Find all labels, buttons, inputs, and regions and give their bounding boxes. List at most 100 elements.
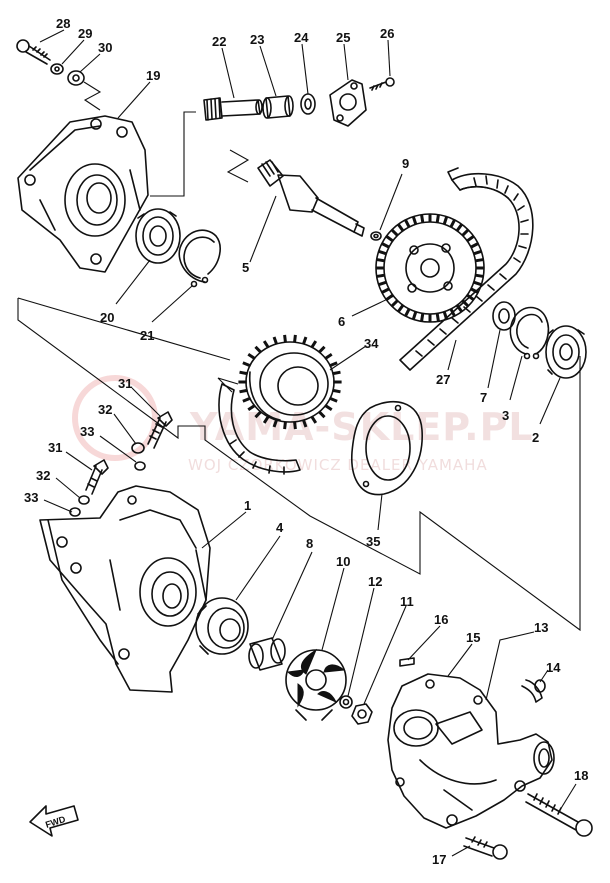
gear-tooth xyxy=(301,419,308,428)
fwd-arrow-icon: FWD xyxy=(29,805,79,837)
belt-teeth xyxy=(229,175,529,475)
gear-tooth xyxy=(475,273,484,278)
washer-29 xyxy=(50,63,64,75)
gear-tooth xyxy=(328,361,338,368)
gear-tooth xyxy=(324,404,333,412)
callout-2: 2 xyxy=(532,430,539,445)
callout-29: 29 xyxy=(78,26,92,41)
fwd-label: FWD xyxy=(44,814,67,830)
circlip-3 xyxy=(509,306,550,360)
gear-tooth xyxy=(390,299,399,308)
callout-18: 18 xyxy=(574,768,588,783)
hose-fitting-14 xyxy=(521,679,546,703)
bolt-17 xyxy=(463,836,508,860)
callout-14: 14 xyxy=(546,660,561,675)
gear-tooth xyxy=(310,340,318,349)
callout-3: 3 xyxy=(502,408,509,423)
bearing-2 xyxy=(545,325,587,379)
gear-tooth xyxy=(385,235,394,243)
gear-tooth xyxy=(381,287,390,294)
gear-tooth xyxy=(331,370,341,376)
pump-cover-19 xyxy=(17,115,149,273)
group-line-upper xyxy=(17,297,231,361)
group-line-shaft xyxy=(150,111,196,197)
seal-8 xyxy=(248,637,286,671)
gear-tooth xyxy=(293,334,297,343)
group-line-main xyxy=(17,298,581,632)
circlip-21 xyxy=(178,229,221,288)
gear-tooth xyxy=(242,396,252,403)
gear-tooth xyxy=(442,216,449,225)
gear-tooth xyxy=(411,216,418,225)
callout-21: 21 xyxy=(140,328,154,343)
watermark: YAMA-SKLEP.PL WOJ CZORKOWICZ DEALER YAMA… xyxy=(72,375,534,474)
leader-bolt-to-cover xyxy=(83,81,102,111)
gear-tooth xyxy=(435,313,440,322)
callouts: 28 29 30 19 22 23 24 25 26 20 21 5 9 6 xyxy=(24,16,588,867)
gear-tooth xyxy=(466,235,475,243)
gear-tooth xyxy=(376,273,385,278)
gear-tooth xyxy=(328,396,338,403)
callout-16: 16 xyxy=(434,612,448,627)
pulley-34-teeth xyxy=(238,334,342,430)
washer-32-upper xyxy=(131,442,145,454)
gear-tooth xyxy=(449,308,456,317)
gear-tooth xyxy=(455,223,463,232)
gear-tooth xyxy=(455,304,463,313)
gear-tooth xyxy=(466,293,475,301)
seal-24 xyxy=(300,93,316,115)
impeller-10 xyxy=(285,648,347,721)
bolt-31-upper xyxy=(147,411,173,449)
callout-34: 34 xyxy=(364,336,379,351)
callout-15: 15 xyxy=(466,630,480,645)
gear-tooth xyxy=(411,311,418,320)
callout-27: 27 xyxy=(436,372,450,387)
watermark-main-text: YAMA-SKLEP.PL xyxy=(189,405,534,449)
pulley-6-teeth xyxy=(376,214,484,322)
gear-tooth xyxy=(262,340,270,349)
pin-16 xyxy=(399,657,415,667)
bolt-28 xyxy=(16,39,51,65)
gear-tooth xyxy=(262,415,270,424)
gear-tooth xyxy=(378,280,387,287)
drive-shaft-5 xyxy=(257,159,365,237)
screw-26 xyxy=(369,77,395,91)
callout-7: 7 xyxy=(480,390,487,405)
gear-tooth xyxy=(397,304,405,313)
gear-tooth xyxy=(420,313,425,322)
spacer-23 xyxy=(262,95,294,119)
callout-33-upper: 33 xyxy=(80,424,94,439)
pump-housing-1 xyxy=(39,485,211,693)
gear-tooth xyxy=(397,223,405,232)
callout-11: 11 xyxy=(400,594,414,609)
gear-tooth xyxy=(378,249,387,256)
gear-tooth xyxy=(404,308,411,317)
callout-32-upper: 32 xyxy=(98,402,112,417)
gear-tooth xyxy=(301,336,308,345)
gear-tooth xyxy=(317,345,326,354)
callout-31-upper: 31 xyxy=(118,376,132,391)
nut-11 xyxy=(351,703,373,725)
pump-body-15 xyxy=(387,673,555,829)
callout-9: 9 xyxy=(402,156,409,171)
gear-tooth xyxy=(381,242,390,249)
callout-28: 28 xyxy=(56,16,70,31)
gear-tooth xyxy=(404,219,411,228)
gear-tooth xyxy=(247,404,256,412)
gear-tooth xyxy=(461,299,470,308)
belt-27 xyxy=(217,167,534,473)
callout-13: 13 xyxy=(534,620,548,635)
gear-tooth xyxy=(461,228,470,237)
gear-tooth xyxy=(324,352,333,360)
gear-tooth xyxy=(435,214,440,223)
shaft-22 xyxy=(203,97,263,121)
gear-tooth xyxy=(420,214,425,223)
callout-17: 17 xyxy=(432,852,446,867)
gear-tooth xyxy=(293,421,297,430)
callout-22: 22 xyxy=(212,34,226,49)
gear-tooth xyxy=(242,361,252,368)
callout-24: 24 xyxy=(294,30,309,45)
gear-tooth xyxy=(470,242,479,249)
gear-tooth xyxy=(449,219,456,228)
gear-tooth xyxy=(272,419,279,428)
